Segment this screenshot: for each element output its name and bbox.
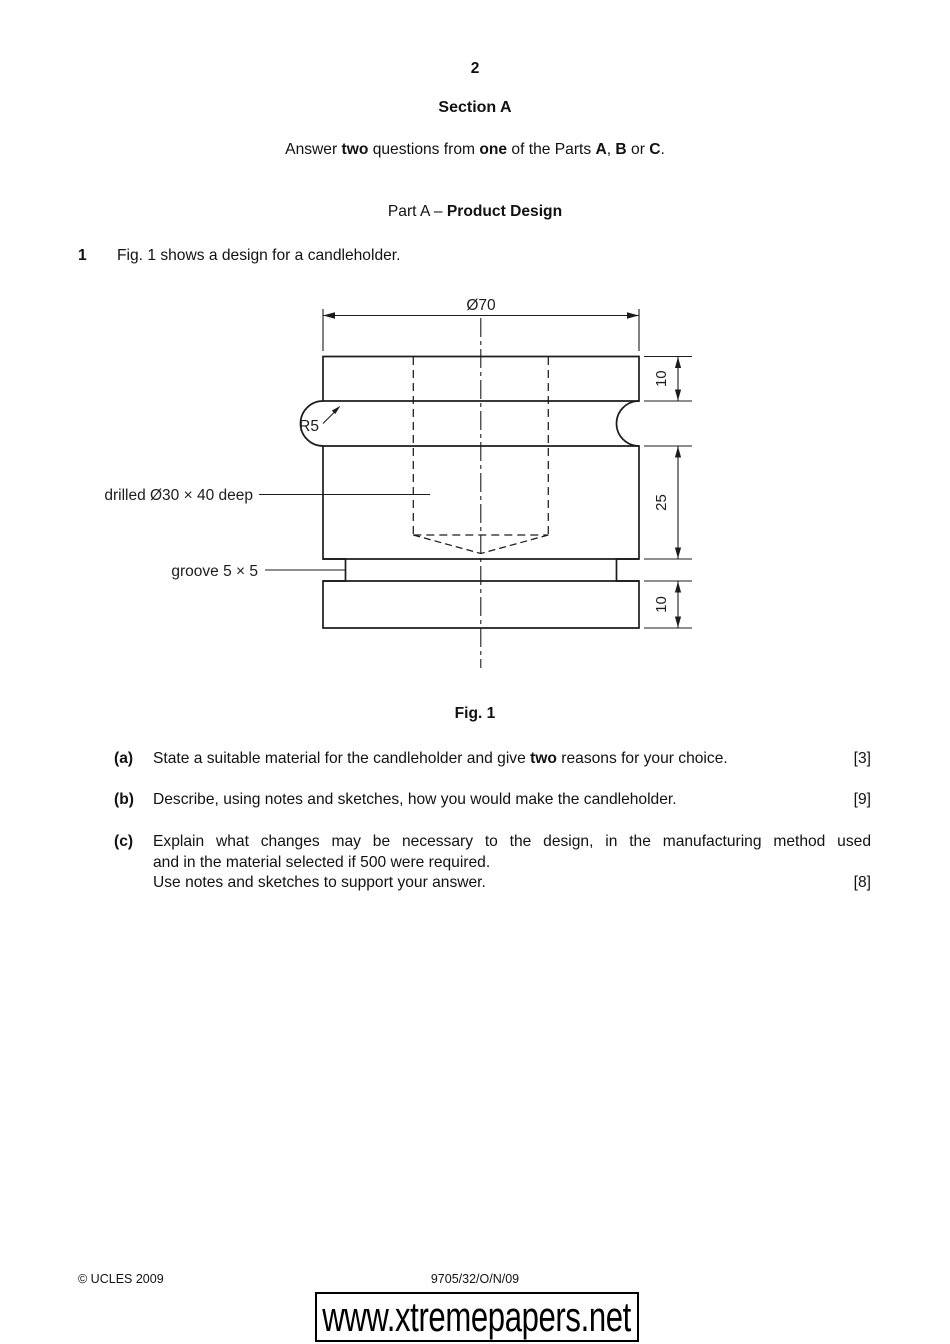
part-b-text: Describe, using notes and sketches, how … (153, 791, 677, 808)
instruction-seg-bold: two (341, 141, 369, 158)
question-1-intro-row: 1 Fig. 1 shows a design for a candlehold… (78, 246, 871, 267)
part-c-line1: Explain what changes may be necessary to… (153, 833, 871, 850)
section-title: Section A (438, 99, 512, 116)
part-label: Part A – (387, 203, 447, 220)
question-number: 1 (78, 247, 87, 264)
candleholder-drawing: Ø70 10 25 10 R5 drilled Ø30 × 40 deep gr… (104, 297, 692, 668)
base-height-dimension-label: 10 (653, 596, 670, 613)
arrowhead (627, 312, 639, 319)
diameter-dimension-label: Ø70 (466, 297, 496, 314)
part-c-text: Explain what changes may be necessary to… (153, 832, 871, 894)
arrowhead (674, 446, 682, 458)
hidden-drill-point-lines (413, 534, 549, 555)
part-c-label: (c) (114, 833, 134, 850)
part-a-marks: [3] (853, 750, 871, 767)
question-part-c: (c) Explain what changes may be necessar… (114, 832, 871, 894)
part-a-label: (a) (114, 750, 134, 767)
paper-code: 9705/32/O/N/09 (430, 1272, 520, 1286)
radius-leader-line (322, 410, 337, 424)
watermark-url: www.xtremepapers.net (322, 1293, 632, 1340)
top-height-dimension-label: 10 (653, 370, 670, 387)
question-part-a: (a) State a suitable material for the ca… (114, 749, 871, 770)
arrowhead (674, 547, 682, 559)
height-extension-lines (644, 355, 692, 629)
diameter-dimension-lines (322, 309, 640, 351)
body-height-dimension-label: 25 (653, 494, 670, 511)
drilled-hole-label: drilled Ø30 × 40 deep (104, 487, 253, 504)
part-c-line2: and in the material selected if 500 were… (153, 853, 491, 871)
instruction-seg: of the Parts (507, 141, 596, 158)
instruction-seg: . (660, 141, 665, 158)
arrowhead (674, 389, 682, 401)
question-intro: Fig. 1 shows a design for a candleholder… (117, 247, 401, 264)
watermark-box: www.xtremepapers.net (315, 1292, 639, 1342)
instruction-seg-bold: B (615, 141, 627, 158)
part-c-marks: [8] (853, 874, 871, 891)
part-b-marks: [9] (853, 791, 871, 808)
part-title-bold: Product Design (446, 203, 563, 220)
instruction-seg: or (626, 141, 650, 158)
radius-label: R5 (299, 418, 319, 435)
part-outline (299, 355, 640, 629)
part-a-title: Part A – Product Design (0, 203, 950, 221)
part-a-text: State a suitable material for the candle… (153, 749, 871, 770)
part-c-line3-text: Use notes and sketches to support your a… (153, 874, 486, 891)
radius-arrowhead (331, 405, 341, 414)
arrowhead (674, 616, 682, 628)
question-part-b: (b) Describe, using notes and sketches, … (114, 790, 871, 811)
part-c-line3: Use notes and sketches to support your a… (153, 873, 871, 894)
instruction-seg-bold: A (595, 141, 607, 158)
instruction-seg: , (606, 141, 616, 158)
part-a-seg: State a suitable material for the candle… (153, 750, 531, 767)
part-a-seg-bold: two (530, 750, 557, 767)
instruction-seg: Answer (285, 141, 342, 158)
instruction-seg-bold: one (479, 141, 508, 158)
copyright-notice: © UCLES 2009 (78, 1272, 164, 1286)
instruction-seg: questions from (368, 141, 480, 158)
figure-caption: Fig. 1 (454, 705, 496, 722)
part-a-seg: reasons for your choice. (556, 750, 728, 767)
instruction-line: Answer two questions from one of the Par… (0, 141, 950, 159)
arrowhead (674, 357, 682, 368)
page-number: 2 (470, 60, 480, 77)
groove-label: groove 5 × 5 (171, 563, 258, 580)
instruction-seg-bold: C (649, 141, 661, 158)
arrowhead (323, 312, 335, 319)
part-b-label: (b) (114, 791, 134, 808)
arrowhead (674, 581, 682, 593)
